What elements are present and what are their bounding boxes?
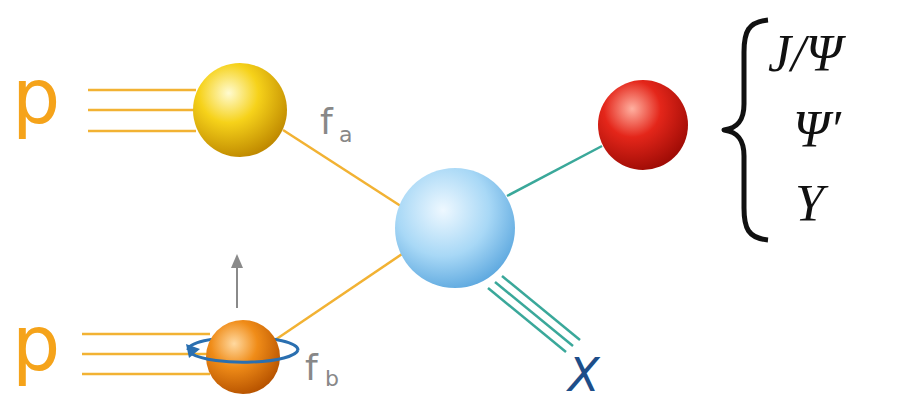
quarkonium-name-text: Ψ′ <box>793 101 841 158</box>
quarkonium-name: J/Ψ <box>768 28 842 80</box>
proton-label-text: p <box>12 52 60 141</box>
spin-arrowhead <box>186 344 200 358</box>
curly-brace <box>724 20 768 240</box>
polarization-arrow <box>236 266 238 308</box>
quarkonium-ball <box>598 80 688 170</box>
parton-function: f <box>320 104 333 140</box>
parton-index: b <box>325 368 339 390</box>
parton-function-text: f <box>320 101 333 142</box>
hard-process <box>395 168 515 288</box>
proton-label-text: p <box>12 299 60 388</box>
proton-label: p <box>12 59 60 135</box>
final-state-label: X <box>568 352 600 398</box>
parton-function: f <box>305 350 318 386</box>
spin-orbit-front <box>192 350 298 362</box>
parton-ball <box>193 63 287 157</box>
polarization-arrowhead <box>231 254 243 268</box>
quarkonium-name: Υ <box>795 178 824 230</box>
quarkonium-name: Ψ′ <box>793 104 841 156</box>
quarkonium-name-text: J/Ψ <box>768 25 842 82</box>
parton-function-text: f <box>305 347 318 388</box>
quarkonium-name-text: Υ <box>795 175 824 232</box>
final-state-label-text: X <box>568 348 600 401</box>
parton-index: a <box>339 124 352 146</box>
parton-index-text: a <box>339 122 352 147</box>
proton-label: p <box>12 306 60 382</box>
polarized-parton-ball <box>206 320 280 394</box>
parton-lines <box>275 130 410 340</box>
parton-index-text: b <box>325 366 339 391</box>
proton-lines <box>82 90 210 374</box>
